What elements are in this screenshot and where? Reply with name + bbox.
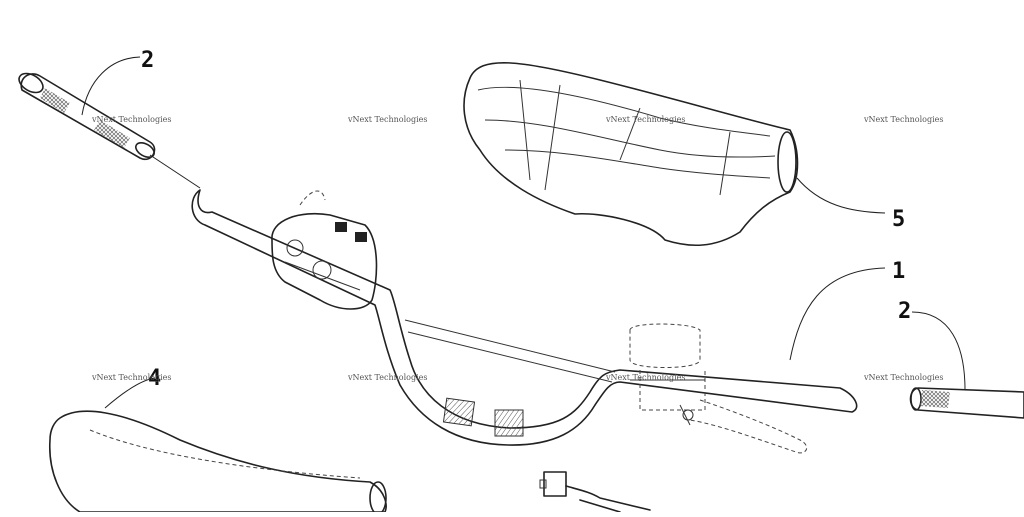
watermark: vNext Technologies — [605, 373, 685, 382]
watermark: vNext Technologies — [347, 373, 427, 382]
watermark: vNext Technologies — [91, 115, 171, 124]
handlebar-pad — [464, 63, 885, 245]
watermark: vNext Technologies — [863, 373, 943, 382]
callout-2-right: 2 — [898, 299, 911, 324]
watermark: vNext Technologies — [91, 373, 171, 382]
watermarks: vNext Technologies vNext Technologies vN… — [91, 115, 943, 382]
left-grip — [16, 70, 200, 188]
watermark: vNext Technologies — [605, 115, 685, 124]
callout-5: 5 — [892, 207, 905, 232]
callout-1: 1 — [892, 259, 905, 284]
right-grip — [911, 312, 1024, 418]
handlebar — [192, 190, 885, 445]
crossbar-pad — [50, 378, 386, 512]
watermark: vNext Technologies — [347, 115, 427, 124]
left-control-housing — [272, 191, 377, 309]
brake-assembly — [630, 324, 807, 453]
callout-2-left: 2 — [141, 48, 154, 73]
switch-connector — [540, 472, 650, 512]
watermark: vNext Technologies — [863, 115, 943, 124]
